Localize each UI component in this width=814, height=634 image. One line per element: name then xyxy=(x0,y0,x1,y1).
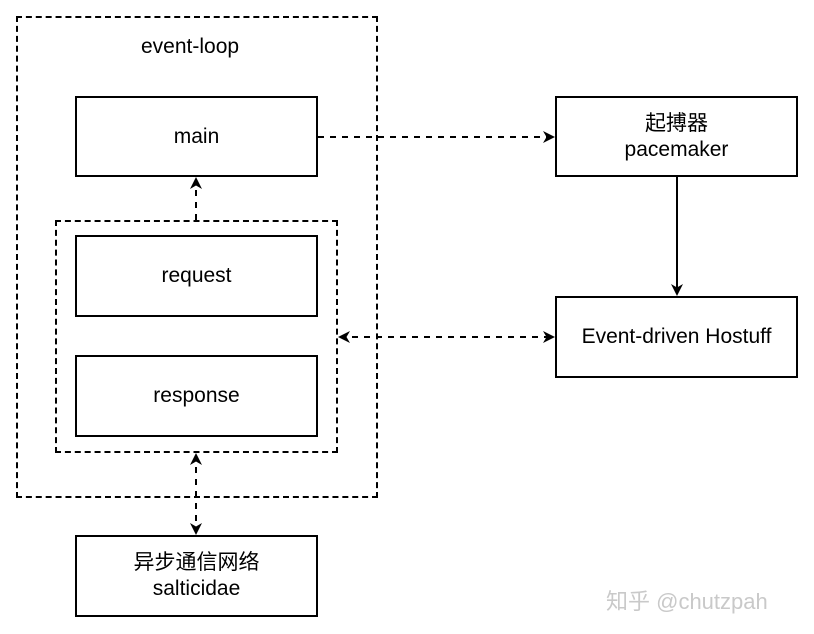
request-response-group xyxy=(55,220,338,453)
network-label-cn: 异步通信网络 xyxy=(133,551,260,574)
main-label: main xyxy=(173,124,220,148)
network-node: 异步通信网络 salticidae xyxy=(75,535,318,617)
request-node: request xyxy=(75,235,318,317)
response-node: response xyxy=(75,355,318,437)
hotstuff-label: Event-driven Hostuff xyxy=(581,325,772,348)
pacemaker-label-en: pacemaker xyxy=(624,137,729,161)
pacemaker-label-cn: 起搏器 xyxy=(645,111,708,135)
network-label-en: salticidae xyxy=(152,577,241,600)
hotstuff-node: Event-driven Hostuff xyxy=(555,296,798,378)
event-loop-label: event-loop xyxy=(141,35,240,58)
pacemaker-node: 起搏器 pacemaker xyxy=(555,96,798,177)
request-label: request xyxy=(161,264,232,287)
watermark: 知乎 @chutzpah xyxy=(606,589,768,614)
main-node: main xyxy=(75,96,318,177)
response-label: response xyxy=(153,384,240,407)
